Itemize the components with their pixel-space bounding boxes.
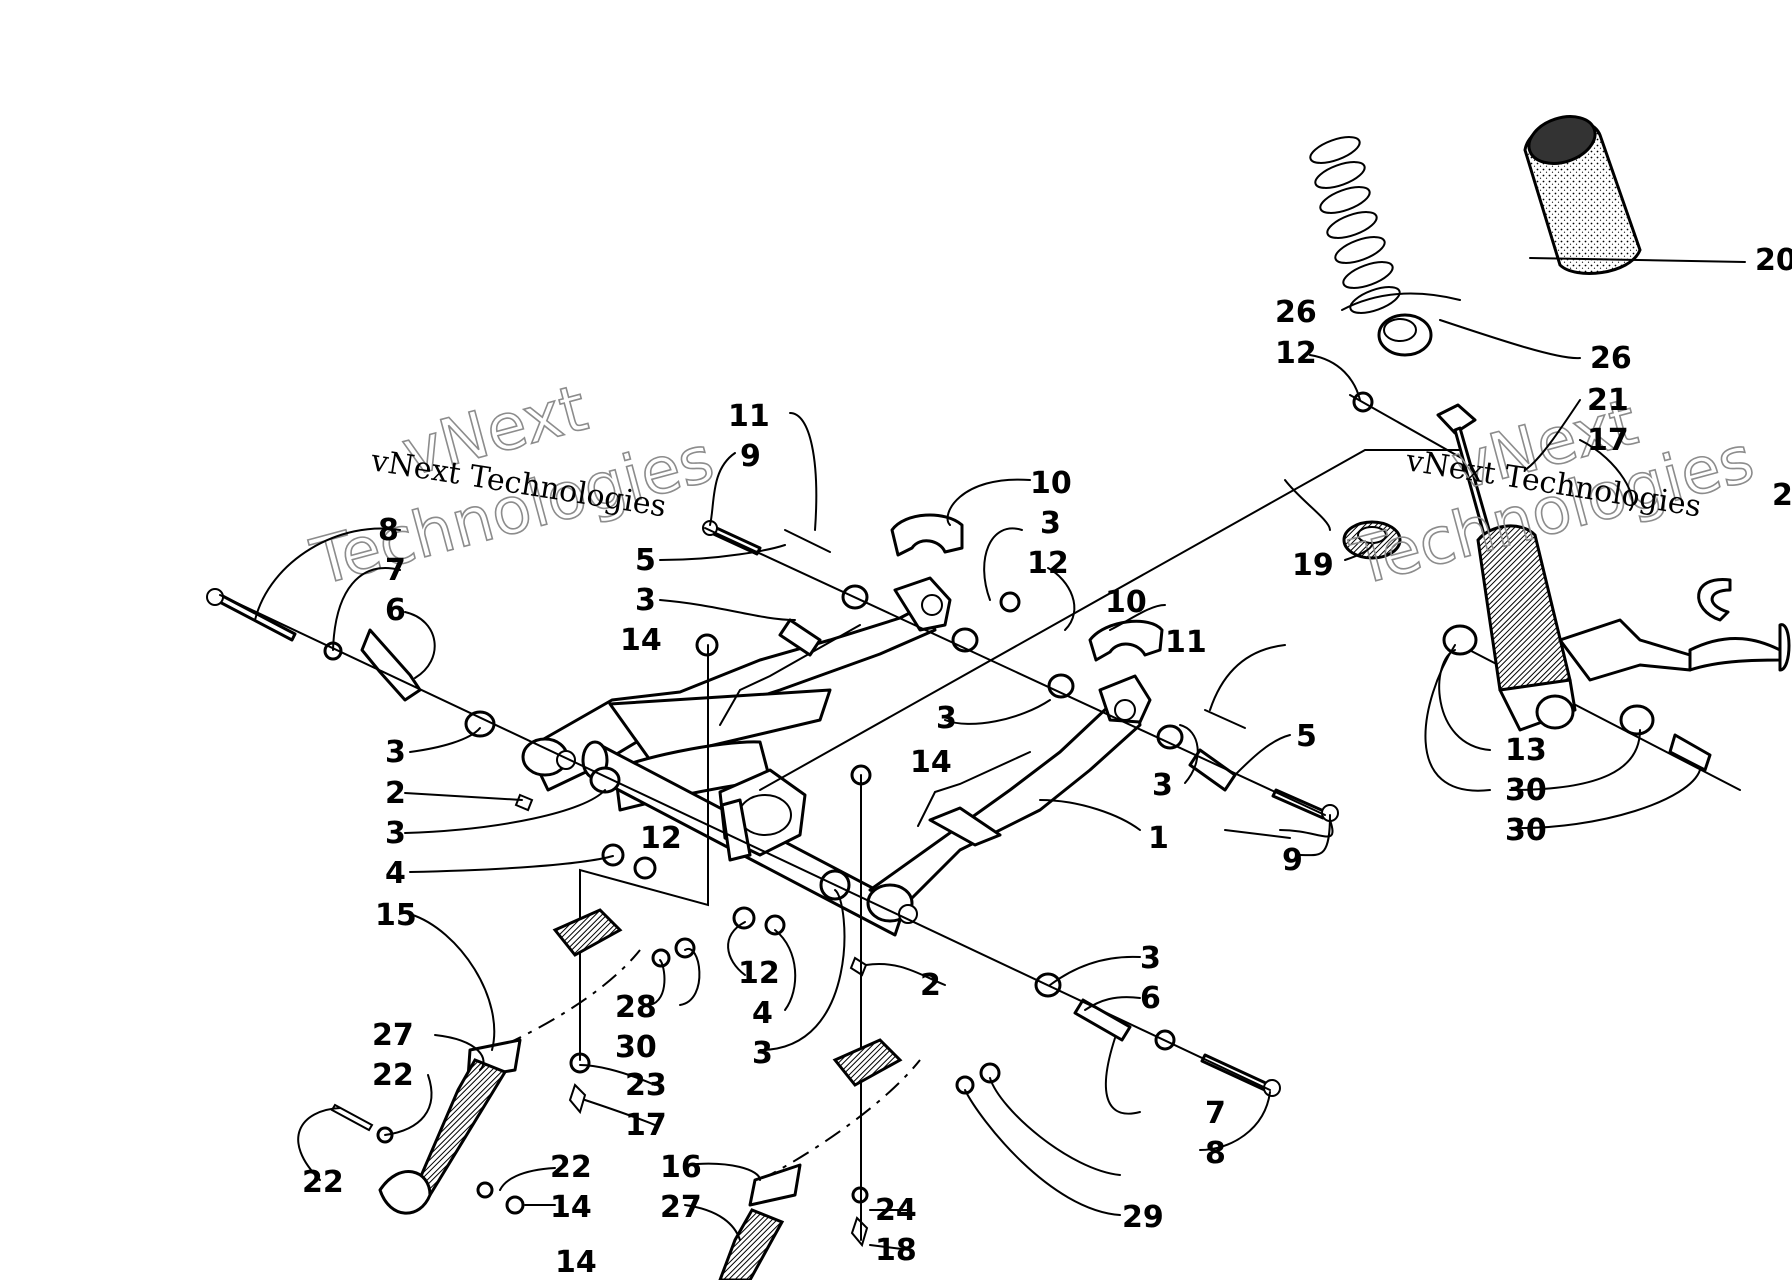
callout-3-left-b: 3 (385, 816, 406, 851)
assembly-lines (219, 394, 1741, 1241)
callout-17-center: 17 (625, 1108, 667, 1143)
callout-labels: 20 26 26 12 21 17 22 19 13 30 30 11 9 10… (302, 243, 1792, 1280)
retaining-clip (1697, 578, 1732, 622)
foot-step-left (378, 908, 641, 1215)
callout-26-center: 27 (660, 1190, 702, 1225)
callout-5-right: 5 (1296, 719, 1317, 754)
callout-3-lower-right: 3 (1140, 941, 1161, 976)
swing-arm-frame (521, 576, 1152, 937)
callout-11-right: 11 (1165, 625, 1207, 660)
callout-11-left: 11 (728, 399, 770, 434)
callout-12-mid: 12 (1027, 546, 1069, 581)
callout-4-left: 4 (385, 856, 406, 891)
callout-26-left: 27 (372, 1018, 414, 1053)
callout-3-left-a: 3 (385, 735, 406, 770)
spring-collar (1377, 313, 1433, 357)
callout-30-left: 30 (615, 1030, 657, 1065)
callout-1: 1 (1148, 821, 1169, 856)
callout-28: 30 (1505, 773, 1547, 808)
callout-14-center: 14 (910, 745, 952, 780)
coil-spring (1309, 136, 1401, 314)
callout-2-left: 2 (385, 776, 406, 811)
callout-10-mid: 10 (1105, 585, 1147, 620)
callout-18: 19 (1292, 548, 1334, 583)
callout-22-left: 22 (550, 1150, 592, 1185)
callout-8-left: 8 (378, 513, 399, 548)
callout-16: 17 (1587, 423, 1629, 458)
callout-12-top: 12 (1275, 336, 1317, 371)
callout-19: 21 (1587, 383, 1629, 418)
callout-14-bottom-edge: 14 (555, 1245, 597, 1280)
bushing-parts (464, 584, 1184, 998)
callout-22-center-top: 23 (625, 1068, 667, 1103)
callout-29: 30 (1505, 813, 1547, 848)
callout-24: 26 (1275, 295, 1317, 330)
callout-15-center: 16 (660, 1150, 702, 1185)
callout-22-bottom: 24 (875, 1193, 917, 1228)
callout-12-center: 12 (738, 956, 780, 991)
callout-3-lower-center: 3 (752, 1036, 773, 1071)
watermark-left: vNext Technologies vNext Technologies (303, 371, 722, 602)
callout-6-left: 6 (385, 593, 406, 628)
callout-21-top: 22 (1772, 478, 1792, 513)
callout-13: 13 (1505, 733, 1547, 768)
fastener-parts (323, 391, 1374, 1215)
shock-absorber (1436, 403, 1791, 732)
callout-3-right-mid: 3 (1152, 768, 1173, 803)
callout-17-bottom: 18 (875, 1233, 917, 1268)
callout-14-bottom-left: 14 (550, 1190, 592, 1225)
callout-27-left: 28 (615, 990, 657, 1025)
callout-6-right: 6 (1140, 981, 1161, 1016)
callout-10-top: 10 (1030, 466, 1072, 501)
callout-7-left: 7 (385, 553, 406, 588)
callout-3-center: 3 (936, 701, 957, 736)
callout-14-left: 14 (620, 623, 662, 658)
callout-4-center: 4 (752, 996, 773, 1031)
shock-bushings (1442, 624, 1712, 772)
callout-8-right: 8 (1205, 1136, 1226, 1171)
leader-lines (254, 257, 1746, 1251)
adjuster-ring (1342, 520, 1402, 560)
callout-23: 26 (1590, 341, 1632, 376)
callout-3-top-right: 3 (1040, 506, 1061, 541)
callout-12-left: 12 (640, 821, 682, 856)
callout-20: 20 (1755, 243, 1792, 278)
rubber-block-lower (1088, 619, 1164, 662)
callout-9-top: 9 (740, 439, 761, 474)
callout-2-center: 2 (920, 968, 941, 1003)
callout-15-left: 15 (375, 898, 417, 933)
rubber-block-upper (890, 513, 964, 557)
callout-27-right: 29 (1122, 1200, 1164, 1235)
callout-5-left: 5 (635, 543, 656, 578)
callout-22-left-top: 22 (372, 1058, 414, 1093)
callout-7-right: 7 (1205, 1096, 1226, 1131)
watermark-right: vNext Technologies vNext Technologies (1343, 385, 1762, 602)
callout-21-left: 22 (302, 1165, 344, 1200)
shock-boot (1523, 115, 1642, 275)
callout-3-upper-left: 3 (635, 583, 656, 618)
pin-parts (784, 529, 1246, 729)
foot-step-right (718, 1038, 921, 1280)
callout-9-right: 9 (1282, 843, 1303, 878)
